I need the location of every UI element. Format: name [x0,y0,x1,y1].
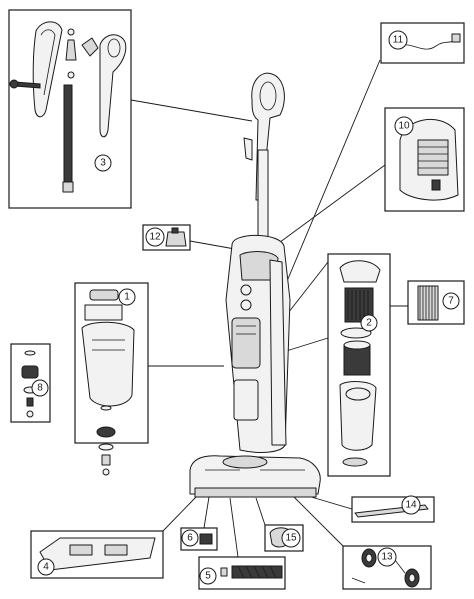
svg-text:4: 4 [43,562,49,573]
upright-vacuum [189,72,321,498]
callout-13: 13 [377,547,397,567]
box-handle-assembly [8,9,132,209]
svg-text:5: 5 [205,571,211,582]
svg-text:8: 8 [37,383,43,394]
svg-text:11: 11 [393,35,404,46]
callout-4: 4 [37,558,55,576]
vacuum-floor-head [189,455,321,495]
svg-text:1: 1 [124,292,130,303]
leader-lines [130,59,408,558]
handle-grip-left [32,21,63,118]
dust-cup [339,381,377,451]
svg-text:15: 15 [285,533,297,544]
callout-14: 14 [401,495,421,515]
box-rear-cover [384,107,465,212]
callout-7: 7 [442,292,460,310]
water-tank [81,321,135,407]
svg-text:6: 6 [187,533,193,544]
box-base-plate [30,530,164,579]
svg-text:2: 2 [366,318,372,329]
handle-tube [63,84,73,186]
callout-11: 11 [388,30,408,50]
vacuum-wand [257,149,269,241]
handle-grip-right [99,34,127,138]
callout-10: 10 [394,116,414,136]
svg-text:14: 14 [405,500,417,511]
box-dust-cup [327,253,391,477]
callout-5: 5 [199,567,217,585]
svg-text:7: 7 [448,296,454,307]
callout-15: 15 [281,528,301,548]
callout-12: 12 [145,227,165,247]
box-tank [74,282,149,444]
callout-1: 1 [118,288,136,306]
callout-2: 2 [360,314,378,332]
svg-text:12: 12 [149,232,161,243]
svg-text:10: 10 [398,121,410,132]
callout-3: 3 [94,154,112,172]
svg-text:13: 13 [381,552,393,563]
callout-8: 8 [31,379,49,397]
svg-text:3: 3 [100,158,106,169]
callout-6: 6 [181,529,199,547]
box-strip [351,496,435,523]
gear-stack [96,405,116,476]
